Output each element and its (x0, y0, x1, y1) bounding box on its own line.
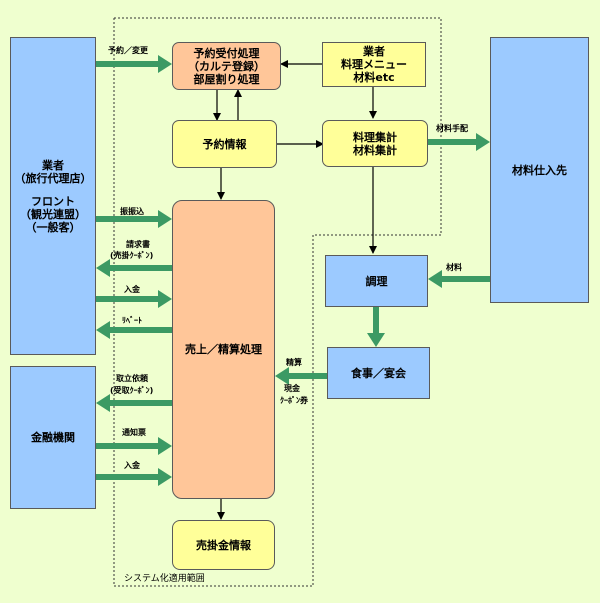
arrow-rebate (96, 321, 172, 339)
label-rebate: ﾘﾍﾞｰﾄ (122, 316, 142, 325)
arrow-material-order (428, 133, 490, 151)
arrow-material (428, 270, 490, 288)
arrow-deposit2 (96, 468, 172, 486)
meal-banquet-line-1: 食事／宴会 (351, 366, 406, 380)
arrow-reservation-change (96, 55, 172, 73)
label-invoice: 請求書 (126, 240, 150, 249)
agency-line-5: （一般客） (25, 220, 81, 234)
agency-line-4: （観光連盟） (20, 207, 86, 221)
reservation-processing-line-2: （カルテ登録） (188, 59, 265, 73)
arrow-transfer-in (96, 210, 172, 228)
agency-line-2: （旅行代理店） (14, 171, 92, 185)
label-invoice-voucher: (売掛ｸｰﾎﾟﾝ) (110, 251, 154, 260)
flow-arrows (96, 55, 490, 486)
cooking-line-1: 調理 (365, 274, 388, 288)
label-cash: 現金 (284, 384, 300, 393)
label-deposit2: 入金 (124, 461, 140, 470)
dish-total-line-2: 材料集計 (353, 143, 397, 157)
label-system-scope: システム化適用範囲 (124, 574, 205, 584)
sales-settlement-line-1: 売上／精算処理 (185, 343, 262, 356)
vendor-menu-line-1: 業者 (363, 45, 385, 58)
vendor-menu-line-2: 料理メニュー (341, 58, 407, 71)
thin-connectors (213, 60, 377, 520)
reservation-info-line-1: 予約情報 (202, 137, 247, 151)
label-deposit1: 入金 (124, 285, 140, 294)
sales-settlement-box: 売上／精算処理 (172, 200, 275, 499)
finance-line-1: 金融機関 (31, 431, 75, 444)
system-scope-boundary (113, 17, 442, 587)
dish-total-line-1: 料理集計 (353, 130, 397, 144)
dish-material-total-box: 料理集計 材料集計 (322, 120, 428, 167)
cooking-box: 調理 (325, 255, 428, 307)
label-material: 材料 (446, 263, 462, 272)
vendor-menu-line-3: 材料etc (353, 71, 395, 84)
receivables-info-line-1: 売掛金情報 (196, 538, 251, 552)
reservation-processing-box: 予約受付処理 （カルテ登録） 部屋割り処理 (172, 42, 281, 90)
arrow-cooking-to-meal (367, 307, 385, 347)
arrow-deposit1 (96, 290, 172, 308)
label-reservation-change: 予約／変更 (108, 46, 148, 55)
label-notice: 通知票 (122, 428, 146, 437)
supplier-line-1: 材料仕入先 (512, 163, 567, 177)
label-collection-voucher: (受取ｸｰﾎﾟﾝ) (110, 386, 154, 395)
label-transfer-in: 振振込 (120, 207, 144, 216)
label-coupon-ticket: ｸｰﾎﾟﾝ券 (280, 396, 308, 405)
receivables-info-box: 売掛金情報 (172, 520, 275, 570)
label-material-order: 材料手配 (436, 124, 468, 133)
arrow-settlement (275, 367, 327, 385)
finance-box: 金融機関 (10, 366, 96, 509)
arrow-notice (96, 437, 172, 455)
reservation-processing-line-3: 部屋割り処理 (193, 72, 260, 86)
supplier-box: 材料仕入先 (490, 37, 589, 303)
arrow-invoice (96, 259, 172, 277)
reservation-processing-line-1: 予約受付処理 (193, 46, 260, 60)
label-settlement: 精算 (286, 358, 302, 367)
agency-line-1: 業者 (42, 158, 64, 172)
arrow-collection-request (96, 394, 172, 412)
agency-line-3: フロント (31, 194, 75, 208)
vendor-menu-box: 業者 料理メニュー 材料etc (322, 42, 426, 87)
meal-banquet-box: 食事／宴会 (327, 347, 430, 399)
agency-front-box: 業者 （旅行代理店） フロント （観光連盟） （一般客） (10, 37, 96, 355)
label-collection-request: 取立依頼 (116, 374, 148, 383)
reservation-info-box: 予約情報 (172, 120, 277, 168)
